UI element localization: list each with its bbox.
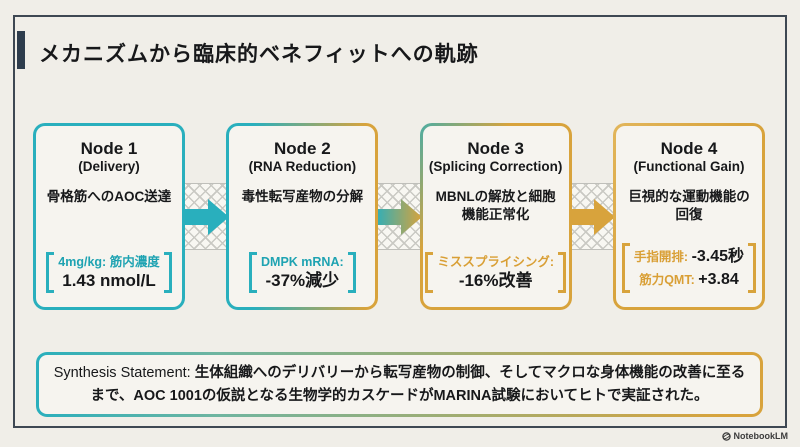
node-subtitle: (RNA Reduction) — [248, 158, 357, 174]
arrow-right-icon — [181, 199, 229, 235]
bracket-right — [558, 251, 566, 293]
node-metric: DMPK mRNA: -37%減少 — [234, 251, 370, 293]
bracket-left — [46, 251, 55, 293]
node-description: 巨視的な運動機能の回復 — [628, 188, 750, 222]
arrow-right-icon — [567, 199, 615, 235]
node-description: MBNLの解放と細胞機能正常化 — [435, 188, 556, 222]
slide-frame — [13, 15, 787, 428]
synthesis-body: 生体組織へのデリバリーから転写産物の制御、そしてマクロな身体機能の改善に至るまで… — [90, 365, 746, 404]
bracket-left — [425, 251, 434, 293]
arrow-right-icon — [374, 199, 422, 235]
synthesis-statement-box: Synthesis Statement: 生体組織へのデリバリーから転写産物の制… — [36, 352, 763, 417]
node-subtitle: (Functional Gain) — [633, 158, 745, 174]
bracket-right — [163, 251, 172, 293]
metric-label: 4mg/kg: 筋内濃度 — [58, 254, 160, 269]
metric-row: 手指開排: -3.45秒 — [634, 245, 744, 268]
metric-value: +3.84 — [698, 270, 739, 288]
connector-1 — [181, 183, 230, 250]
attribution: NotebookLM — [721, 431, 789, 441]
bracket-right — [347, 251, 356, 293]
node-cards-row: Node 1 (Delivery) 骨格筋へのAOC送達 4mg/kg: 筋内濃… — [33, 123, 765, 310]
node-metric: 4mg/kg: 筋内濃度 1.43 nmol/L — [41, 251, 177, 293]
synthesis-statement-text: Synthesis Statement: 生体組織へのデリバリーから転写産物の制… — [53, 362, 746, 407]
metric-value: -37%減少 — [265, 270, 340, 290]
metric-row: 筋力QMT: +3.84 — [634, 268, 744, 291]
node-description: 骨格筋へのAOC送達 — [46, 188, 172, 204]
metric-label: DMPK mRNA: — [261, 254, 344, 269]
node-title: Node 2 — [273, 139, 331, 158]
node-subtitle: (Splicing Correction) — [428, 158, 563, 174]
node-card-3: Node 3 (Splicing Correction) MBNLの解放と細胞機… — [419, 123, 572, 310]
page-title: メカニズムから臨床的ベネフィットへの軌跡 — [39, 43, 479, 66]
metric-value: 1.43 nmol/L — [62, 270, 156, 290]
connector-3 — [567, 183, 616, 250]
node-description: 毒性転写産物の分解 — [241, 188, 364, 204]
node-metric: ミススプライシング: -16%改善 — [425, 251, 566, 293]
metric-label: ミススプライシング: — [437, 254, 554, 269]
node-card-1: Node 1 (Delivery) 骨格筋へのAOC送達 4mg/kg: 筋内濃… — [33, 123, 185, 310]
node-metric: 手指開排: -3.45秒 筋力QMT: +3.84 — [621, 242, 757, 293]
synthesis-label: Synthesis Statement: — [53, 365, 191, 382]
node-title: Node 3 — [467, 139, 524, 158]
connector-2 — [374, 183, 423, 250]
metric-label: 筋力QMT: — [639, 272, 695, 287]
node-card-4: Node 4 (Functional Gain) 巨視的な運動機能の回復 手指開… — [612, 123, 765, 310]
attribution-label: NotebookLM — [733, 431, 789, 441]
bracket-right — [748, 242, 757, 293]
node-subtitle: (Delivery) — [78, 158, 140, 174]
metric-value: -16%改善 — [458, 270, 533, 290]
node-card-2: Node 2 (RNA Reduction) 毒性転写産物の分解 DMPK mR… — [226, 123, 379, 310]
metric-label: 手指開排: — [633, 249, 689, 264]
node-title: Node 4 — [660, 139, 718, 158]
bracket-left — [621, 242, 630, 293]
title-accent-bar — [17, 31, 25, 69]
notebooklm-logo-icon — [721, 431, 731, 441]
metric-value: -3.45秒 — [691, 247, 745, 265]
bracket-left — [249, 251, 257, 293]
node-title: Node 1 — [80, 139, 138, 158]
